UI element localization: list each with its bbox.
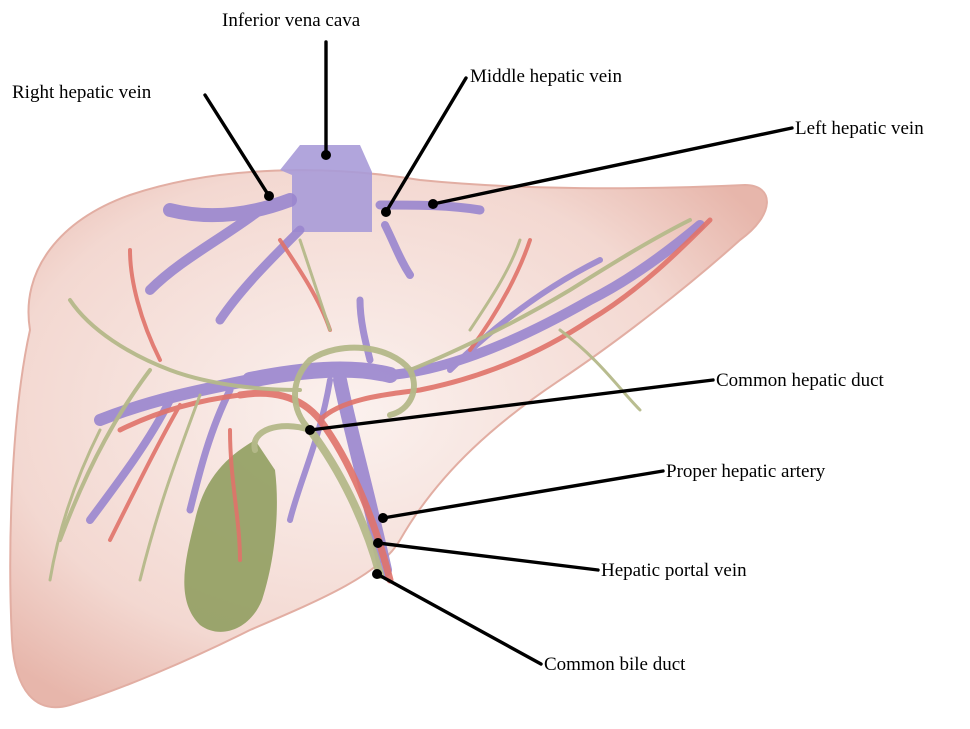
label-right-hepatic-vein: Right hepatic vein xyxy=(12,82,152,103)
label-left-hepatic-vein: Left hepatic vein xyxy=(795,118,924,139)
label-hepatic-portal-vein: Hepatic portal vein xyxy=(601,560,747,581)
label-common-hepatic-duct: Common hepatic duct xyxy=(716,370,885,391)
label-common-bile-duct: Common bile duct xyxy=(544,654,686,675)
label-middle-hepatic-vein: Middle hepatic vein xyxy=(470,66,622,87)
liver-outline xyxy=(10,170,767,707)
label-proper-hepatic-artery: Proper hepatic artery xyxy=(666,461,826,482)
label-inferior-vena-cava: Inferior vena cava xyxy=(222,10,361,31)
